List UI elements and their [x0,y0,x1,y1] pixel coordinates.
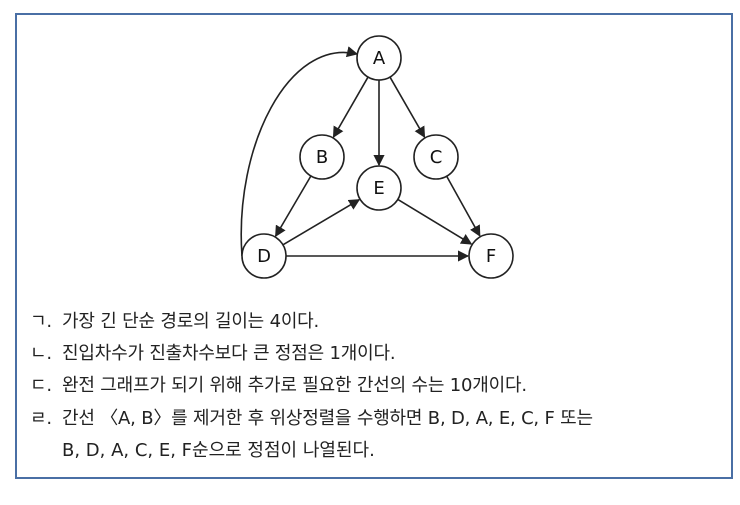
statement-1: ㄱ. 가장 긴 단순 경로의 길이는 4이다. [30,307,319,333]
statement-4-continuation: B, D, A, C, E, F순으로 정점이 나열된다. [62,440,375,461]
node-label: F [486,246,496,267]
statement-text: 진입차수가 진출차수보다 큰 정점은 1개이다. [62,343,396,364]
node-circle [299,134,345,180]
statement-text: 완전 그래프가 되기 위해 추가로 필요한 간선의 수는 10개이다. [62,375,527,396]
edge-E-F [397,198,473,245]
node-E: E [356,165,402,211]
node-circle [356,165,402,211]
statement-3: ㄷ. 완전 그래프가 되기 위해 추가로 필요한 간선의 수는 10개이다. [30,371,527,397]
node-label: E [373,178,384,199]
node-B: B [299,134,345,180]
edge-A-B [332,76,369,139]
statement-text: 간선 〈A, B〉를 제거한 후 위상정렬을 수행하면 B, D, A, E, … [62,408,593,429]
edge-C-F [445,175,481,237]
statement-marker: ㄹ. [30,408,52,429]
node-circle [413,134,459,180]
node-A: A [356,35,402,81]
edge-D-E [282,199,361,246]
node-C: C [413,134,459,180]
node-label: B [316,147,328,168]
question-box [15,13,733,479]
node-label: C [430,147,443,168]
node-circle [356,35,402,81]
statement-marker: ㄷ. [30,375,52,396]
edge-A-C [389,76,426,139]
node-D: D [241,233,287,279]
node-circle [241,233,287,279]
statement-text: 가장 긴 단순 경로의 길이는 4이다. [62,311,320,332]
statement-4: ㄹ. 간선 〈A, B〉를 제거한 후 위상정렬을 수행하면 B, D, A, E… [30,404,593,430]
statement-marker: ㄱ. [30,311,52,332]
node-label: D [257,246,271,267]
node-circle [468,233,514,279]
node-label: A [373,48,386,69]
statement-2: ㄴ. 진입차수가 진출차수보다 큰 정점은 1개이다. [30,339,396,365]
edge-D-A [240,46,359,257]
edge-B-D [274,175,312,238]
statement-marker: ㄴ. [30,343,52,364]
node-F: F [468,233,514,279]
